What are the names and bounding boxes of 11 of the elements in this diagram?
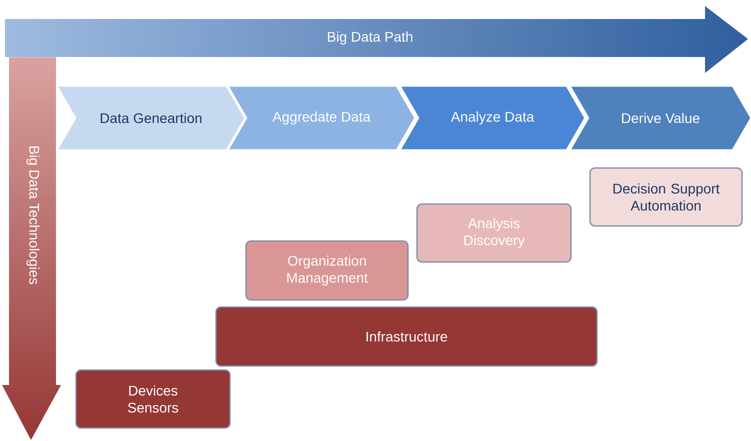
banner-arrow: Big Data Path: [328, 31, 412, 45]
rounded-box: Infrastructure: [215, 306, 598, 367]
rounded-box: Devices Sensors: [75, 369, 231, 429]
rounded-box: Decision Support Automation: [589, 167, 743, 227]
banner-arrow: Big Data Technologies: [26, 146, 40, 284]
rounded-box: Organization Management: [245, 240, 409, 301]
chevron-step: Analyze Data: [398, 85, 586, 151]
chevron-step: Derive Value: [568, 85, 751, 151]
chevron-step: Data Geneartion: [56, 85, 246, 151]
rounded-box: Analysis Discovery: [416, 203, 572, 263]
chevron-step: Aggredate Data: [226, 85, 416, 151]
